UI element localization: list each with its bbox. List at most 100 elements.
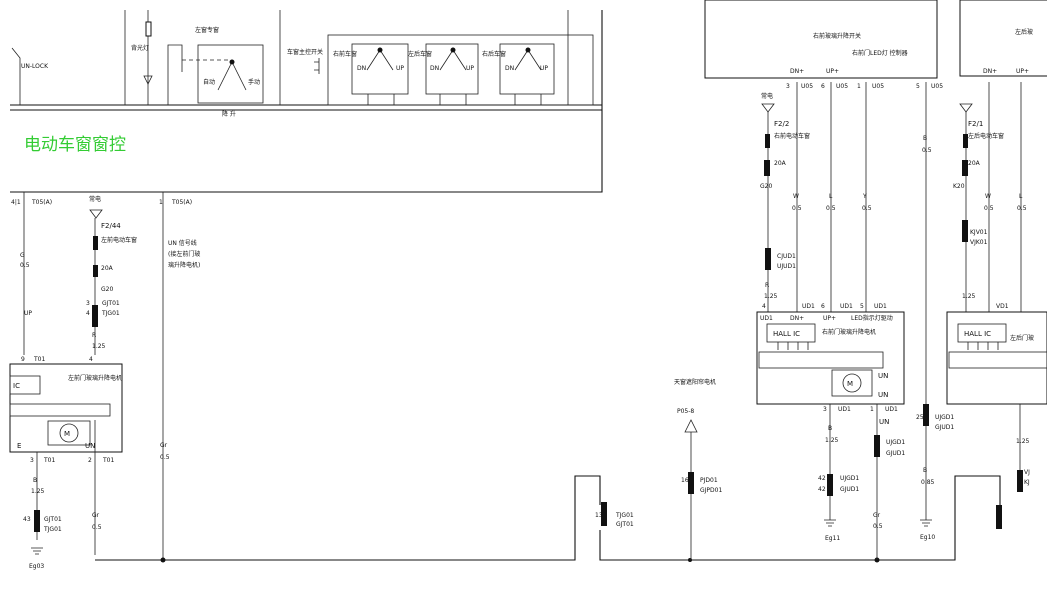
conn-kjv: KJV01: [970, 229, 988, 236]
rf-switch-module: [704, 0, 938, 79]
t01-label-c: T01: [102, 457, 114, 464]
pin-42-a: 42: [818, 475, 826, 482]
lr-bus-bar: [948, 351, 1047, 369]
wire-b-rf-bot: B: [828, 425, 832, 432]
u05-c: U05: [872, 83, 884, 90]
sunroof-label: 天窗遮阳帘电机: [674, 378, 716, 386]
un-rf-a: UN: [878, 372, 888, 380]
pin-2-bottom: 2: [88, 457, 92, 464]
lr-wire-l: L: [1019, 193, 1023, 200]
up-down-label: 降 升: [222, 110, 236, 118]
ud1-a: UD1: [802, 303, 815, 310]
pin-3-bottom: 3: [30, 457, 34, 464]
connector-lr-bot: [1017, 470, 1023, 492]
lr-vj: VJ: [1024, 469, 1030, 476]
wire-l-size: 0.5: [826, 205, 836, 212]
pin-6-rf-b: 6: [821, 303, 825, 310]
ground-eg11: Eg11: [825, 535, 840, 542]
rf-up-plus: UP+: [826, 68, 839, 75]
unlock-label: UN-LOCK: [21, 63, 49, 70]
lr-wire-w: W: [985, 193, 991, 200]
rr-window-label: 右后车窗: [482, 50, 506, 58]
conn-t05a-1: T05(A): [31, 199, 52, 206]
wire-gr-size-rf: 0.5: [873, 523, 883, 530]
wire-b-left: B: [33, 477, 37, 484]
lr-up-plus: UP+: [1016, 68, 1029, 75]
connector-lr-bus: [996, 505, 1002, 529]
ic-label: IC: [13, 382, 20, 390]
connector-ujg: [827, 474, 833, 496]
pin-6-rf: 6: [821, 83, 825, 90]
rf-motor-label-wrap: 右前门玻璃升降电机: [822, 329, 877, 336]
pin-43-left: 43: [23, 516, 31, 523]
auto-label: 自动: [203, 78, 215, 86]
rf-led-controller: 右前门LED灯 控制器: [852, 49, 908, 57]
lr-wire-size: 1.25: [962, 293, 976, 300]
window-control-panel: UN-LOCK 背光灯 左窗专窗 自动 手动 降 升 车窗主控开关 右前车窗 D…: [10, 10, 603, 193]
rr-up: UP: [540, 65, 548, 72]
wire-r-size: 1.25: [92, 343, 106, 350]
fuse-f2-2-rating: 20A: [774, 160, 787, 167]
pin-3-rf: 3: [786, 83, 790, 90]
rf-motor-label: 右前门玻璃升降电机: [822, 329, 877, 336]
ground-bus: [95, 475, 1001, 563]
fuse-f2-1-label: F2/1: [968, 120, 983, 128]
fuse-f2-44-rating: 20A: [101, 265, 114, 272]
pin-5-rf: 5: [916, 83, 920, 90]
pin-4-1: 4|1: [11, 199, 21, 206]
wire-b-size-left: 1.25: [31, 488, 45, 495]
fuse-element-rf: [764, 160, 770, 176]
ud1-up: UP+: [823, 315, 836, 322]
pin-42-b: 42: [818, 486, 826, 493]
fuse-f2-44-desc: 左前电动车窗: [101, 236, 137, 244]
pin-1-t05a: 1: [159, 199, 163, 206]
fuse-f2-1: [963, 134, 968, 148]
lr-wire-w-size: 0.5: [984, 205, 994, 212]
lr-dn: DN: [430, 65, 439, 72]
conn-gjud: GJUD1: [840, 486, 859, 493]
wire-b-col-size: 0.85: [921, 479, 935, 486]
hall-ic-label: HALL IC: [773, 330, 800, 338]
lr-switch-module: [959, 0, 1047, 77]
pin-4-rf: 4: [762, 303, 766, 310]
conn-gjt01: GJT01: [102, 300, 120, 307]
left-module-label: 左窗专窗: [195, 26, 219, 34]
wire-b-col: B: [923, 467, 927, 474]
lr-hall-ic-box: [957, 323, 1007, 343]
fuse-f2-44-label: F2/44: [101, 222, 121, 230]
pin-9: 9: [21, 356, 25, 363]
fuse-f2-2-desc: 右前电动车窗: [774, 132, 810, 140]
rf-motor-icon: [842, 373, 862, 393]
lr-title: 左后玻: [1015, 28, 1033, 36]
rf-switch: [351, 43, 409, 95]
rf-dn-plus: DN+: [790, 68, 804, 75]
left-front-circuit: 4|1 T05(A) G 0.5 UP 常电 F2/44 左前电动车窗 20A …: [9, 192, 200, 570]
rf-motor-module: [756, 311, 905, 405]
conn-gjt-mid: GJT01: [616, 521, 634, 528]
pin-25: 25: [916, 414, 924, 421]
pin-1-rf-bot: 1: [870, 406, 874, 413]
wire-gr-size: 0.5: [160, 454, 170, 461]
rear-heater-fuse: [145, 21, 152, 37]
u05-d: U05: [931, 83, 943, 90]
wire-up-signal: UP: [24, 310, 32, 317]
main-switch-label: 车窗主控开关: [287, 48, 323, 56]
e-label-left: E: [17, 442, 21, 450]
connector-kjv: [962, 220, 968, 242]
connector-pjd: [688, 472, 694, 494]
g20-label: G20: [101, 286, 113, 293]
always-power-rf: 常电: [761, 92, 773, 100]
connector-gjt01: [92, 305, 98, 327]
lr-vd1: VD1: [996, 303, 1009, 310]
pin-3: 3: [86, 300, 90, 307]
fuse-f2-1-rating: 20A: [968, 160, 981, 167]
ud1-bot-a: UD1: [838, 406, 851, 413]
motor-m-left: M: [64, 430, 70, 438]
hall-ic-box: [766, 323, 816, 343]
conn-ujgu: UJGD1: [840, 475, 859, 482]
ud1-bot-b: UD1: [885, 406, 898, 413]
lr-hall-ic: HALL IC: [964, 330, 991, 338]
right-front-circuit: 右前玻璃升降开关 右前门LED灯 控制器 DN+ UP+ 3 U05 6 U05…: [704, 0, 954, 560]
rf-bus-bar: [758, 351, 884, 369]
